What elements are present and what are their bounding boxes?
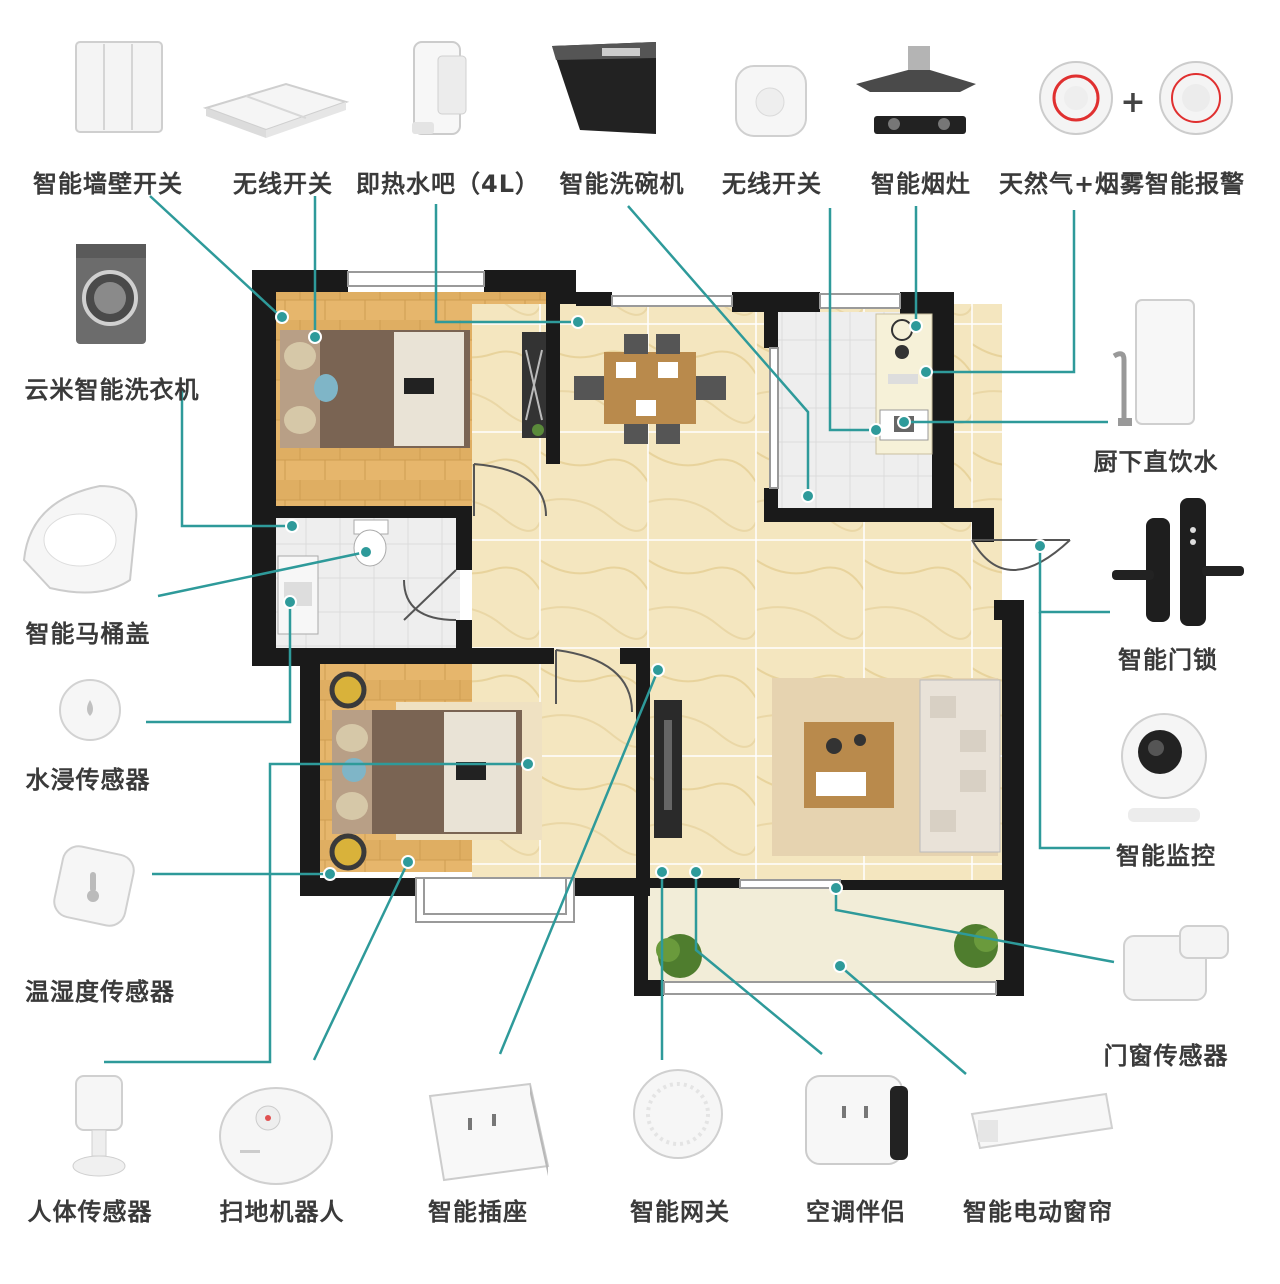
temp-humidity-sensor-icon [53, 845, 135, 927]
label-water-sensor: 水浸传感器 [25, 766, 151, 794]
toilet-lid-icon [22, 484, 138, 594]
label-temp-humidity: 温湿度传感器 [25, 978, 175, 1006]
line-toilet-lid [157, 550, 367, 598]
label-gateway: 智能网关 [630, 1198, 730, 1226]
range-hood-stove-icon [856, 46, 976, 134]
door-lock-icon [1112, 498, 1244, 626]
label-wireless-switch-2: 无线开关 [722, 170, 822, 198]
label-water-dispenser: 即热水吧（4L） [356, 170, 540, 198]
water-dispenser-icon [412, 41, 467, 135]
water-purifier-icon [1112, 299, 1195, 426]
robot-vacuum-icon [219, 1087, 333, 1185]
windows [347, 271, 997, 995]
balcony-plants [656, 924, 998, 978]
line-wireless-switch-2 [828, 208, 876, 432]
gateway-icon [633, 1069, 723, 1159]
motion-sensor-icon [72, 1075, 126, 1177]
dishwasher-icon [552, 42, 656, 134]
top-bedroom-bed [280, 330, 470, 448]
label-under-sink-water: 厨下直饮水 [1093, 448, 1219, 476]
window-sensor-icon [1123, 925, 1229, 1001]
bottom-bedroom-bed [329, 671, 542, 871]
line-washing-machine [180, 388, 292, 528]
label-wireless-switch-1: 无线开关 [233, 170, 333, 198]
label-curtain: 智能电动窗帘 [963, 1198, 1113, 1226]
connector-dots [275, 310, 1047, 973]
label-wall-switch: 智能墙壁开关 [33, 170, 183, 198]
line-motion-sensor [104, 762, 528, 1064]
living-room-furniture [654, 678, 1001, 856]
doors [403, 347, 1071, 713]
label-smart-stove: 智能烟灶 [871, 170, 971, 198]
line-curtain [839, 965, 967, 1075]
label-robot-vacuum: 扫地机器人 [219, 1198, 345, 1226]
washing-machine-icon [76, 244, 146, 344]
line-smart-socket [498, 669, 660, 1055]
kitchen-counter [875, 313, 933, 455]
curtain-motor-icon [970, 1092, 1114, 1150]
label-washing-machine: 云米智能洗衣机 [24, 376, 200, 404]
label-smart-socket: 智能插座 [428, 1198, 528, 1226]
label-camera: 智能监控 [1116, 842, 1216, 870]
wireless-switch-icon [202, 82, 350, 138]
water-leak-sensor-icon [59, 679, 121, 741]
walls [252, 270, 1024, 996]
wireless-button-icon [735, 65, 807, 137]
label-motion-sensor: 人体传感器 [27, 1198, 153, 1226]
label-gas-smoke-alarm: 天然气+烟雾智能报警 [998, 170, 1246, 198]
dining-table [574, 334, 726, 444]
line-dishwasher [627, 205, 810, 496]
line-gas-smoke-alarm [926, 210, 1076, 374]
smart-socket-icon [428, 1082, 550, 1182]
balcony-floor [648, 886, 1010, 982]
product-icons: + [22, 41, 1244, 1185]
line-window-sensor [834, 888, 1115, 964]
smoke-alarm-icon [1159, 61, 1233, 135]
label-toilet-lid: 智能马桶盖 [25, 620, 151, 648]
bathroom-fixtures [277, 519, 389, 635]
top-bedroom-tv-cabinet [522, 332, 546, 438]
connector-lines [104, 195, 1115, 1075]
line-camera [1038, 612, 1110, 850]
camera-icon [1121, 713, 1207, 822]
wall-switch-icon [75, 41, 163, 133]
line-robot-vacuum [312, 861, 410, 1061]
line-wall-switch [149, 195, 281, 317]
plus-sign: + [1120, 85, 1145, 120]
gas-alarm-icon [1039, 61, 1113, 135]
line-water-sensor [146, 602, 292, 724]
ac-companion-icon [805, 1075, 908, 1165]
label-door-lock: 智能门锁 [1118, 646, 1218, 674]
line-water-dispenser [434, 204, 578, 324]
line-ac-companion [694, 872, 823, 1055]
label-dishwasher: 智能洗碗机 [559, 170, 685, 198]
floor-plan [252, 270, 1071, 996]
label-ac-companion: 空调伴侣 [806, 1198, 906, 1226]
label-window-sensor: 门窗传感器 [1103, 1042, 1229, 1070]
